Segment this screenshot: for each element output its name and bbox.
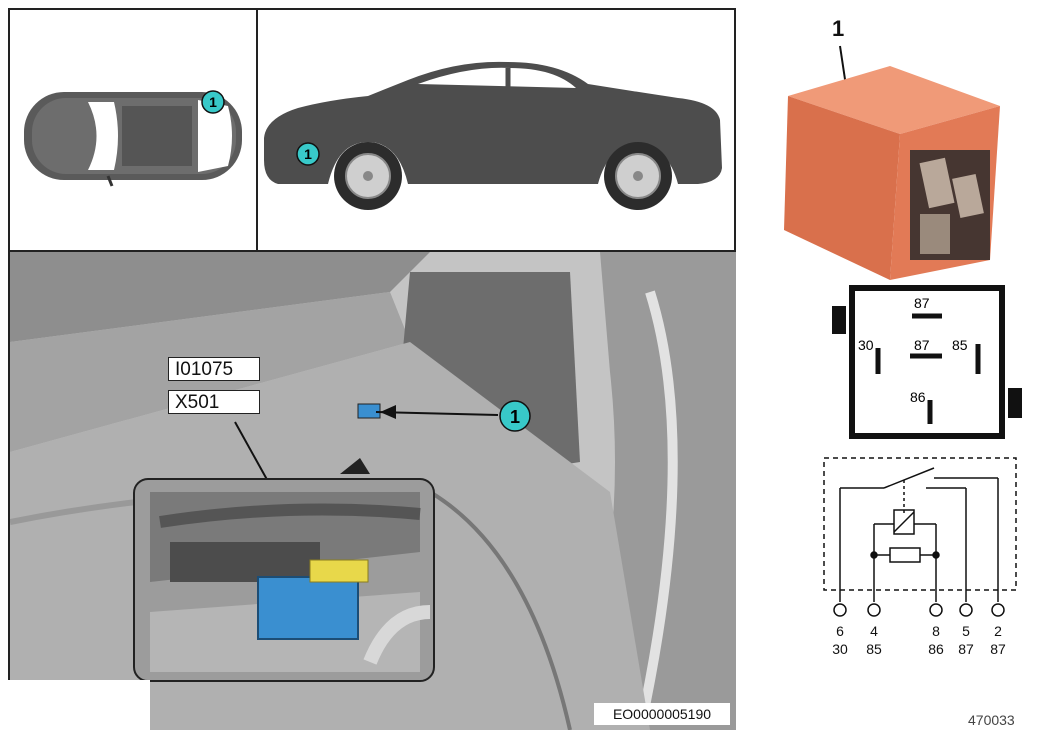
pin-label-right: 85: [952, 337, 968, 353]
callout-label: 1: [510, 407, 520, 427]
relay-pinout-diagram: 87 30 87 85 86: [832, 285, 1022, 439]
car-side-view-illustration: 1: [264, 61, 722, 210]
car-top-view-illustration: 1: [24, 90, 242, 187]
callout-1-trunk: [499, 400, 531, 432]
pin-label-bottom: 86: [910, 389, 926, 405]
pin-number: 6: [836, 623, 844, 639]
connector-yellow-block: [309, 559, 369, 583]
car-top-view-panel: 1: [10, 10, 258, 252]
relay-figures: 87 30 87 85 86 6 30 4 85: [784, 45, 1022, 657]
main-figure: 1 1: [8, 8, 736, 734]
pin-terminal: 87: [990, 641, 1006, 657]
pin-number: 5: [962, 623, 970, 639]
trunk-interior-panel: 1: [10, 252, 736, 730]
callout-1-top-view: [201, 90, 225, 114]
connector-blue-block: [257, 576, 359, 640]
callout-label: 1: [209, 94, 217, 110]
callout-label: 1: [304, 146, 312, 162]
page-number: 470033: [968, 712, 1015, 728]
callout-1-side-view: [296, 142, 320, 166]
corner-notch: [8, 680, 150, 734]
connector-id-label: X501: [168, 390, 260, 414]
relay-body-illustration: [784, 66, 1000, 280]
schematic-pin-labels: 6 30 4 85 8 86 5 87 2 87: [832, 623, 1006, 657]
pin-terminal: 85: [866, 641, 882, 657]
part-id-label: I01075: [168, 357, 260, 381]
pin-label-top: 87: [914, 295, 930, 311]
pin-terminal: 86: [928, 641, 944, 657]
relay-item-number: 1: [832, 16, 845, 41]
pin-number: 2: [994, 623, 1002, 639]
pin-number: 8: [932, 623, 940, 639]
pin-label-left: 30: [858, 337, 874, 353]
trunk-interior-illustration: 1: [10, 252, 736, 730]
relay-schematic: [823, 457, 1017, 617]
pin-terminal: 87: [958, 641, 974, 657]
relay-location-marker: [357, 403, 381, 419]
pin-terminal: 30: [832, 641, 848, 657]
pin-label-center: 87: [914, 337, 930, 353]
pin-number: 4: [870, 623, 878, 639]
car-side-view-panel: 1: [258, 10, 736, 252]
reference-code: EO0000005190: [594, 703, 730, 725]
